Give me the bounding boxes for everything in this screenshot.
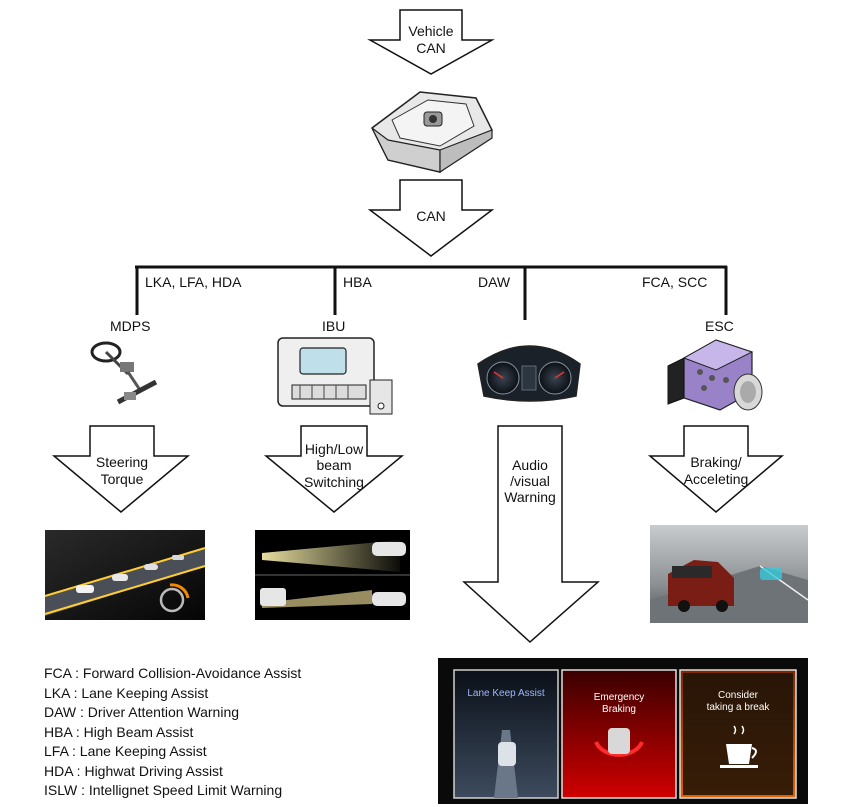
bus-label-hba: HBA [343,274,372,290]
abbreviation-legend: FCA : Forward Collision-Avoidance Assist… [44,664,301,801]
bus-label-lka-lfa-hda: LKA, LFA, HDA [145,274,242,290]
vehicle-can-label-line2: CAN [416,40,446,56]
legend-item-lfa: LFA : Lane Keeping Assist [44,743,207,759]
warning-label-line2: /visual [510,473,550,489]
legend-item-lka: LKA : Lane Keeping Assist [44,684,209,701]
steering-torque-arrow: Steering Torque [51,425,191,513]
braking-label-line2: Acceleting [684,471,749,487]
beam-switching-arrow: High/Low beam Switching [263,425,405,513]
emergency-braking-scene-image [650,525,809,623]
coffee-cup-icon [720,725,758,768]
legend-item-hba: HBA : High Beam Assist [44,723,194,740]
module-label-esc: ESC [705,318,734,334]
ibu-unit-icon [277,337,393,415]
vehicle-can-label-line1: Vehicle [408,23,453,39]
legend-item-fca: FCA : Forward Collision-Avoidance Assist [44,665,302,681]
braking-label-line1: Braking/ [690,454,741,470]
steering-label-line1: Steering [96,454,148,470]
emergency-braking-text-line2: Braking [602,704,636,715]
beam-label-line3: Switching [304,474,364,490]
legend-item-daw: DAW : Driver Attention Warning [44,704,240,720]
module-label-mdps: MDPS [110,318,150,334]
bus-label-daw: DAW [478,274,511,290]
front-camera-module-icon [371,91,493,174]
can-bus-lines [135,265,728,320]
can-arrow: CAN [367,179,495,257]
vehicle-can-arrow: Vehicle CAN [367,9,495,75]
legend-item-islw: ISLW : Intellignet Speed Limit Warning [44,782,283,798]
legend-item-hda: HDA : Highwat Driving Assist [44,762,223,779]
can-arrow-label: CAN [416,208,446,224]
audio-visual-warning-arrow: Audio /visual Warning [462,425,600,644]
warning-label-line1: Audio [512,457,548,473]
emergency-braking-text-line1: Emergency [594,692,645,703]
instrument-cluster-icon [477,345,581,402]
bus-label-fca-scc: FCA, SCC [642,274,707,290]
consider-break-text-line1: Consider [718,690,759,701]
cluster-warning-display: Lane Keep Assist Emergency Braking Consi… [438,658,808,804]
warning-label-line3: Warning [504,489,556,505]
beam-label-line2: beam [316,457,351,473]
lane-keep-assist-text: Lane Keep Assist [467,688,544,699]
consider-break-text-line2: taking a break [707,702,771,713]
lane-keeping-scene-image [44,530,206,620]
high-beam-scene-image [255,530,410,620]
steering-system-icon [90,341,158,405]
braking-arrow: Braking/ Acceleting [647,425,785,513]
steering-label-line2: Torque [101,471,144,487]
module-label-ibu: IBU [322,318,345,334]
esc-unit-icon [667,339,763,411]
beam-label-line1: High/Low [305,441,364,457]
